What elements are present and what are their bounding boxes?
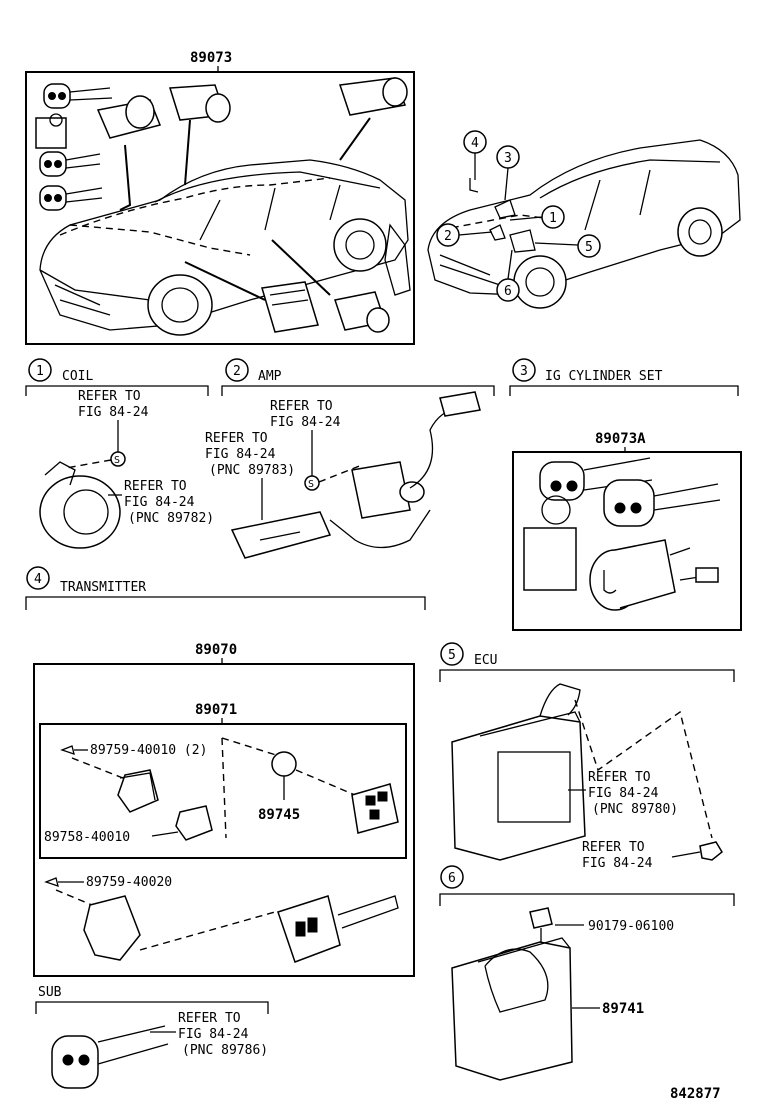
ecu-refer-a-1: REFER TO bbox=[588, 770, 651, 785]
transmitter-title: TRANSMITTER bbox=[60, 580, 146, 595]
ig-number: 3 bbox=[520, 364, 528, 379]
amp-number: 2 bbox=[233, 364, 241, 379]
coil-s-mark: S bbox=[114, 455, 120, 466]
key-icons bbox=[35, 83, 113, 211]
ecu-number: 5 bbox=[448, 648, 456, 663]
ecu-refer-a-3: (PNC 89780) bbox=[592, 802, 678, 817]
section-ecu: 5 ECU REFER TO FIG 84-24 (PNC 89780) REF… bbox=[439, 642, 735, 871]
ecu-refer-a-2: FIG 84-24 bbox=[588, 786, 659, 801]
section-six: 6 90179-06100 89741 bbox=[439, 865, 735, 1081]
car-illustration-right bbox=[427, 139, 741, 309]
sec6-p1: 90179-06100 bbox=[588, 919, 674, 934]
amp-refer-a-2: FIG 84-24 bbox=[270, 415, 341, 430]
ig-part-number: 89073A bbox=[595, 431, 646, 447]
coil-refer-b-2: FIG 84-24 bbox=[124, 495, 195, 510]
section-amp: 2 AMP REFER TO FIG 84-24 S REFER TO FIG … bbox=[205, 358, 495, 559]
top-key-set-group: 89073 bbox=[25, 50, 415, 345]
callout-3: 3 bbox=[504, 151, 512, 166]
sub-refer-3: (PNC 89786) bbox=[182, 1043, 268, 1058]
amp-refer-a-1: REFER TO bbox=[270, 399, 333, 414]
callout-5: 5 bbox=[585, 240, 593, 255]
top-part-number: 89073 bbox=[190, 50, 232, 66]
amp-refer-b-2: FIG 84-24 bbox=[205, 447, 276, 462]
transmitter-outer-frame bbox=[33, 663, 415, 977]
coil-refer-b-3: (PNC 89782) bbox=[128, 511, 214, 526]
ecu-title: ECU bbox=[474, 653, 497, 668]
sec6-p2: 89741 bbox=[602, 1001, 644, 1017]
transmitter-p4: 89759-40020 bbox=[86, 875, 172, 890]
section-transmitter: 4 TRANSMITTER 89070 89071 89759-40010 (2… bbox=[25, 566, 426, 977]
ig-title: IG CYLINDER SET bbox=[545, 369, 663, 384]
transmitter-inner-part: 89071 bbox=[195, 702, 237, 718]
amp-refer-b-1: REFER TO bbox=[205, 431, 268, 446]
coil-refer-a-1: REFER TO bbox=[78, 389, 141, 404]
sub-title: SUB bbox=[38, 985, 62, 1000]
sub-refer-2: FIG 84-24 bbox=[178, 1027, 249, 1042]
amp-s-mark: S bbox=[308, 479, 314, 490]
amp-refer-b-3: (PNC 89783) bbox=[209, 463, 295, 478]
transmitter-number: 4 bbox=[34, 572, 42, 587]
ig-frame bbox=[512, 451, 742, 631]
coil-number: 1 bbox=[36, 364, 44, 379]
coil-refer-b-1: REFER TO bbox=[124, 479, 187, 494]
coil-refer-a-2: FIG 84-24 bbox=[78, 405, 149, 420]
ecu-refer-b-2: FIG 84-24 bbox=[582, 856, 653, 871]
top-frame bbox=[25, 71, 415, 345]
section-sub: SUB REFER TO FIG 84-24 (PNC 89786) bbox=[35, 985, 269, 1089]
car-illustration-left bbox=[39, 159, 411, 336]
transmitter-inner-frame bbox=[39, 723, 407, 859]
section-ig-cylinder: 3 IG CYLINDER SET 89073A bbox=[509, 358, 742, 631]
callout-2: 2 bbox=[444, 229, 452, 244]
transmitter-p3: 89745 bbox=[258, 807, 300, 823]
ecu-and-cylinder-icons bbox=[184, 239, 390, 333]
figure-number: 842877 bbox=[670, 1086, 721, 1102]
transmitter-p2: 89758-40010 bbox=[44, 830, 130, 845]
coil-title: COIL bbox=[62, 369, 93, 384]
sec6-number: 6 bbox=[448, 871, 456, 886]
sub-refer-1: REFER TO bbox=[178, 1011, 241, 1026]
callout-4: 4 bbox=[471, 136, 479, 151]
amp-title: AMP bbox=[258, 369, 282, 384]
transmitter-p1: 89759-40010 (2) bbox=[90, 743, 207, 758]
callout-6: 6 bbox=[504, 284, 512, 299]
transmitter-outer-part: 89070 bbox=[195, 642, 237, 658]
callout-1: 1 bbox=[549, 211, 557, 226]
ecu-refer-b-1: REFER TO bbox=[582, 840, 645, 855]
section-coil: 1 COIL REFER TO FIG 84-24 S REFER TO FIG… bbox=[25, 358, 214, 549]
callout-markers: 4 3 1 2 5 6 bbox=[436, 130, 601, 302]
lock-cylinder-icons bbox=[96, 77, 408, 211]
